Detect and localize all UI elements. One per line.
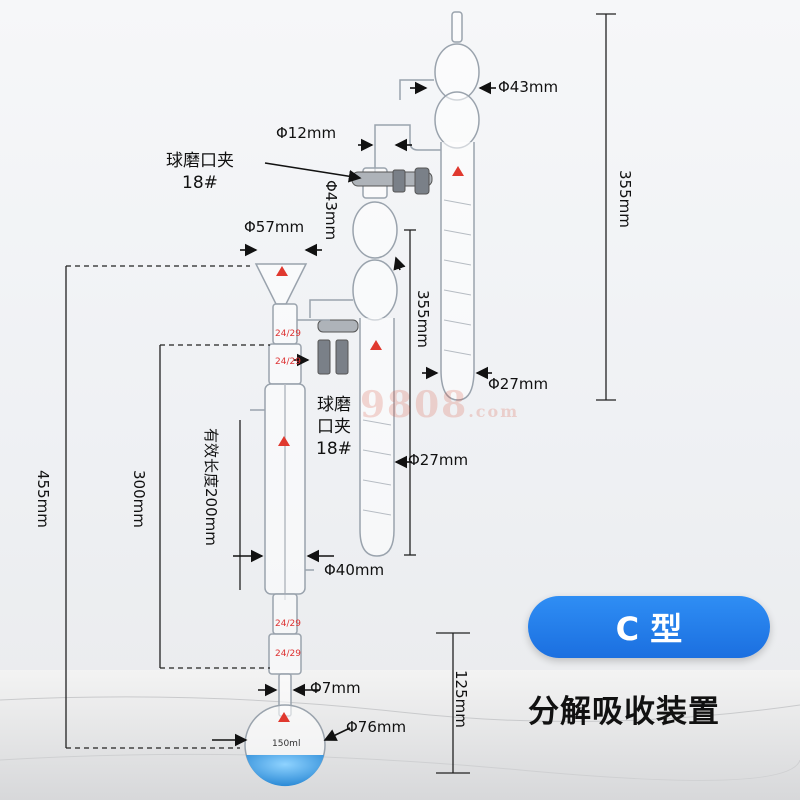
- dim-phi7: Φ7mm: [310, 679, 361, 697]
- joint-label: 24/29: [275, 649, 301, 659]
- left-condenser: [250, 263, 330, 717]
- middle-clamp-label: 球磨 口夹 18#: [316, 395, 352, 459]
- joint-label: 24/29: [275, 329, 301, 339]
- dim-phi43-top: Φ43mm: [498, 78, 559, 96]
- dim-h355-mid: 355mm: [414, 290, 432, 348]
- marble-floor: [0, 670, 800, 800]
- dim-phi43-side: Φ43mm: [322, 180, 340, 241]
- product-title: 分解吸收装置: [528, 694, 720, 730]
- dim-phi12: Φ12mm: [276, 124, 337, 142]
- middle-clamp-icon: [317, 319, 359, 375]
- dim-h355-right: 355mm: [616, 170, 634, 228]
- dim-phi27-mid: Φ27mm: [408, 451, 469, 469]
- dim-phi40: Φ40mm: [324, 561, 385, 579]
- right-absorber: [374, 11, 480, 401]
- joint-label: 24/29: [275, 619, 301, 629]
- dim-h125: 125mm: [452, 670, 470, 728]
- round-flask: [244, 704, 326, 787]
- dim-phi57: Φ57mm: [244, 218, 305, 236]
- dim-h300: 300mm: [130, 470, 148, 528]
- dimension-lines: [65, 13, 616, 774]
- upper-clamp-icon: [351, 167, 433, 195]
- dim-h455: 455mm: [34, 470, 52, 528]
- brand-mark: [452, 166, 464, 176]
- watermark: 9808.com: [360, 384, 520, 426]
- joint-label: 24/29: [275, 357, 301, 367]
- flask-volume-label: 150ml: [272, 739, 301, 749]
- dim-phi27-right: Φ27mm: [488, 375, 549, 393]
- type-badge: C 型: [528, 596, 770, 658]
- upper-clamp-label: 球磨口夹 18#: [166, 151, 234, 193]
- dim-phi76: Φ76mm: [346, 718, 407, 736]
- dim-effective-length: 有效长度200mm: [202, 428, 220, 546]
